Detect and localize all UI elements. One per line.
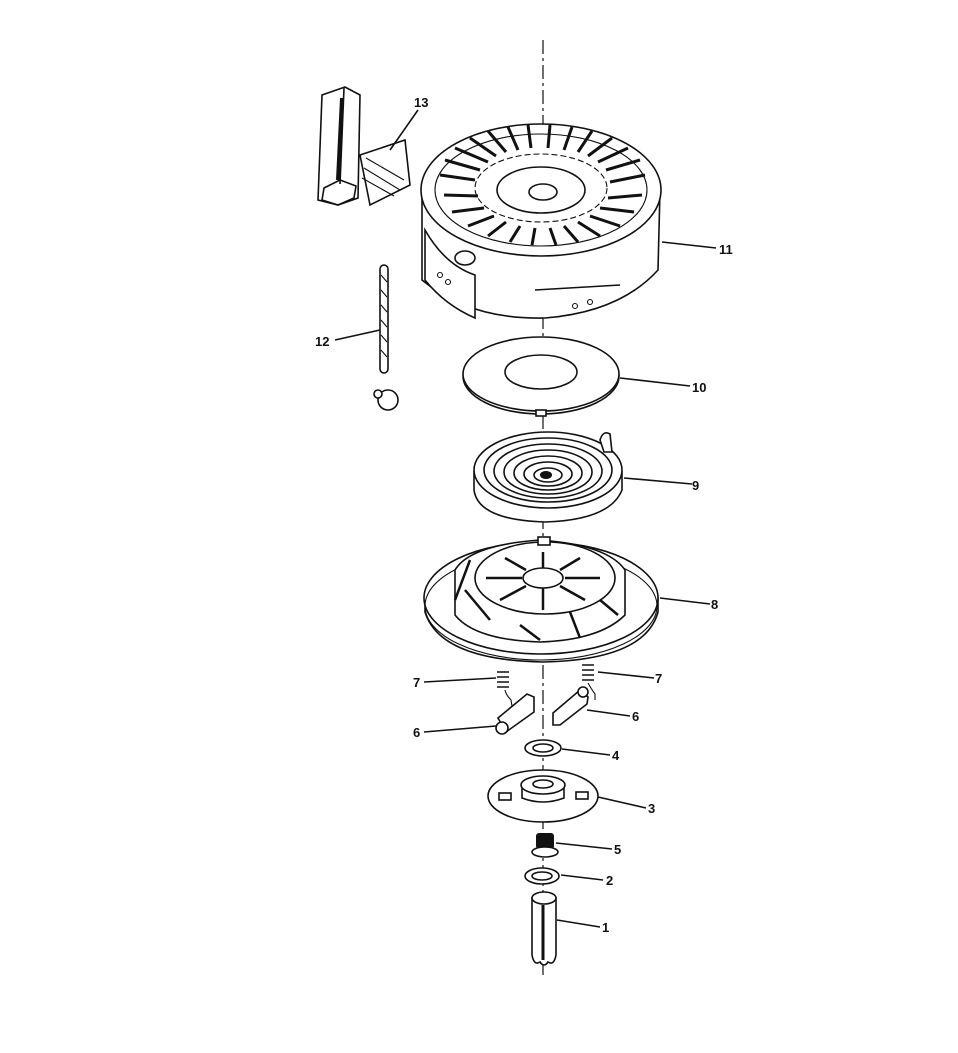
callout-3: 3: [648, 801, 655, 816]
callout-10: 10: [692, 380, 706, 395]
callout-1: 1: [602, 920, 609, 935]
part-7-pawl-spring-right: [582, 664, 596, 700]
callout-9: 9: [692, 478, 699, 493]
part-13-handle: [317, 86, 411, 207]
callout-5: 5: [614, 842, 621, 857]
callout-2: 2: [606, 873, 613, 888]
callout-11: 11: [719, 242, 733, 257]
part-6-pawl-left: [495, 693, 535, 735]
part-1-center-pin: [531, 891, 557, 966]
part-11-housing: [420, 123, 662, 320]
callout-13: 13: [414, 95, 428, 110]
part-7-pawl-spring-left: [497, 671, 513, 707]
callout-6-left: 6: [413, 725, 420, 740]
callout-6-right: 6: [632, 709, 639, 724]
part-12-rope: [373, 264, 399, 411]
part-5-spring: [531, 833, 559, 858]
callout-8: 8: [711, 597, 718, 612]
callout-7-right: 7: [655, 671, 662, 686]
part-10-cover-plate: [462, 336, 620, 417]
callout-12: 12: [315, 334, 329, 349]
part-4-washer: [524, 739, 562, 757]
part-9-recoil-spring: [473, 431, 623, 523]
part-8-pulley: [423, 536, 659, 663]
part-2-washer: [524, 867, 560, 885]
callout-7-left: 7: [413, 675, 420, 690]
callout-4: 4: [612, 748, 620, 763]
part-6-pawl-right: [552, 686, 589, 726]
part-3-retainer: [487, 769, 599, 823]
